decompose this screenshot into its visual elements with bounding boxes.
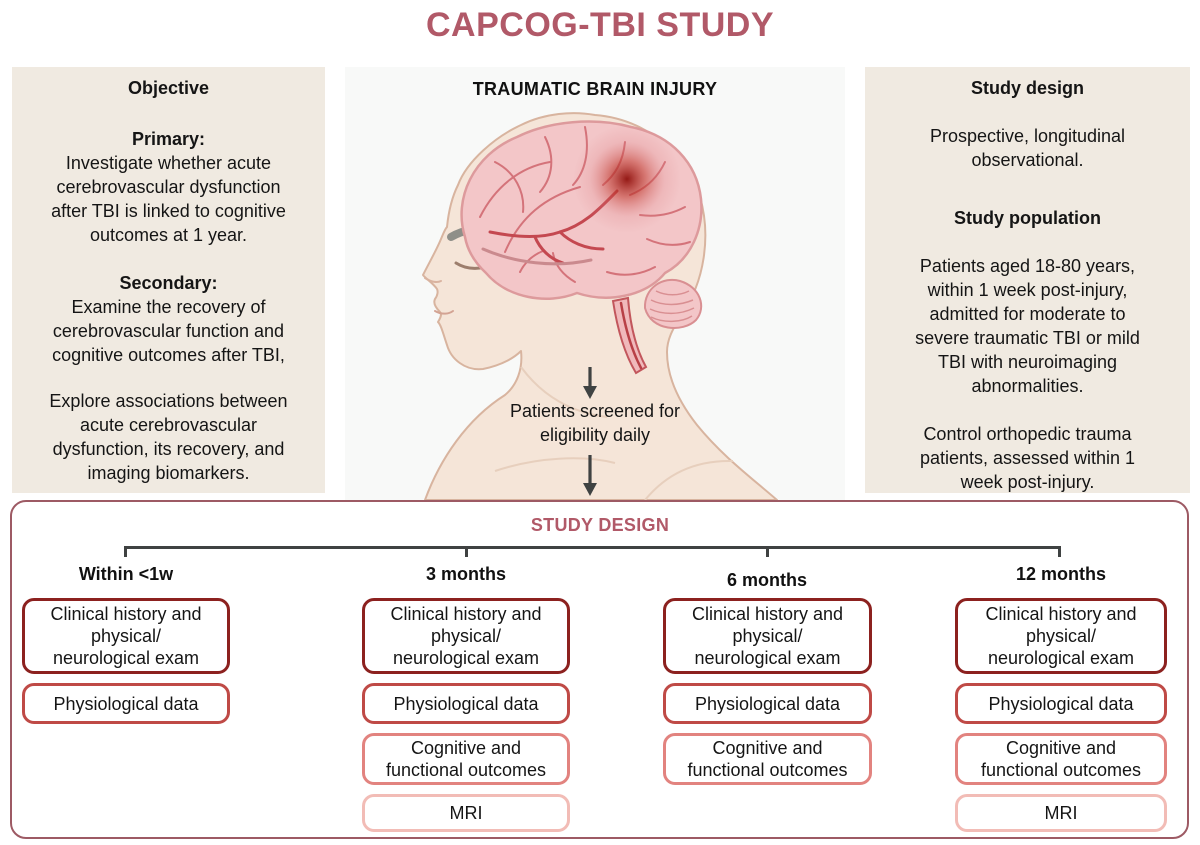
study-population-text: Patients aged 18-80 years, within 1 week… xyxy=(915,256,1140,396)
study-design-panel: Study design Prospective, longitudinal o… xyxy=(865,67,1190,493)
timepoint-label-4: 12 months xyxy=(1015,564,1107,584)
page-title: CAPCOG-TBI STUDY xyxy=(426,6,774,44)
assessment-box-mri: MRI xyxy=(955,794,1167,832)
secondary-objective-label: Secondary: xyxy=(119,273,218,293)
primary-objective-label: Primary: xyxy=(131,129,206,149)
brain xyxy=(460,120,703,375)
timeline-column-12-months: Clinical history and physical/ neurologi… xyxy=(955,598,1167,841)
primary-objective-text: Investigate whether acute cerebrovascula… xyxy=(51,153,286,245)
control-population-text: Control orthopedic trauma patients, asse… xyxy=(919,424,1136,492)
timeline-column-3-months: Clinical history and physical/ neurologi… xyxy=(362,598,570,841)
tbi-heading: TRAUMATIC BRAIN INJURY xyxy=(472,79,718,99)
study-population-heading: Study population xyxy=(954,208,1101,228)
assessment-box-physiological-data: Physiological data xyxy=(22,683,230,724)
assessment-box-physiological-data: Physiological data xyxy=(663,683,872,724)
injury-gradient-spot xyxy=(573,125,681,233)
assessment-box-physiological-data: Physiological data xyxy=(955,683,1167,724)
timeline-column-6-months: Clinical history and physical/ neurologi… xyxy=(663,598,872,794)
assessment-box-clinical-exam: Clinical history and physical/ neurologi… xyxy=(22,598,230,674)
objective-heading: Objective xyxy=(127,78,210,98)
screening-arrow-top xyxy=(583,367,597,399)
timeline-tick-4 xyxy=(1058,546,1061,557)
assessment-box-clinical-exam: Clinical history and physical/ neurologi… xyxy=(955,598,1167,674)
screening-arrow-bottom xyxy=(583,455,597,496)
assessment-box-physiological-data: Physiological data xyxy=(362,683,570,724)
brainstem-artery xyxy=(619,301,643,370)
screening-text: Patients screened for eligibility daily xyxy=(509,401,681,445)
timepoint-label-2: 3 months xyxy=(425,564,506,584)
timeline-tick-2 xyxy=(465,546,468,557)
assessment-box-cognitive-outcomes: Cognitive and functional outcomes xyxy=(362,733,570,785)
assessment-box-mri: MRI xyxy=(362,794,570,832)
skin-shading xyxy=(494,366,734,500)
cerebellum-folds xyxy=(649,290,695,323)
timeline-tick-1 xyxy=(124,546,127,557)
objective-panel: Objective Primary: Investigate whether a… xyxy=(12,67,325,493)
study-design-text: Prospective, longitudinal observational. xyxy=(929,126,1126,170)
timeline-tick-3 xyxy=(766,546,769,557)
assessment-box-cognitive-outcomes: Cognitive and functional outcomes xyxy=(663,733,872,785)
timepoint-label-1: Within <1w xyxy=(78,564,174,584)
assessment-box-clinical-exam: Clinical history and physical/ neurologi… xyxy=(362,598,570,674)
lip-line xyxy=(434,310,454,315)
exploratory-objective-text: Explore associations between acute cereb… xyxy=(49,391,288,483)
timepoint-label-3: 6 months xyxy=(726,570,807,590)
secondary-objective-text: Examine the recovery of cerebrovascular … xyxy=(52,297,285,365)
sylvian-fissure xyxy=(481,247,593,266)
assessment-box-cognitive-outcomes: Cognitive and functional outcomes xyxy=(955,733,1167,785)
assessment-box-clinical-exam: Clinical history and physical/ neurologi… xyxy=(663,598,872,674)
nose-line xyxy=(424,277,442,283)
study-design-heading: Study design xyxy=(970,78,1084,98)
head-brain-illustration xyxy=(422,112,778,500)
timeline-column-within-1w: Clinical history and physical/ neurologi… xyxy=(22,598,230,733)
study-design-box-heading: STUDY DESIGN xyxy=(530,515,670,535)
timeline-axis xyxy=(125,546,1060,549)
